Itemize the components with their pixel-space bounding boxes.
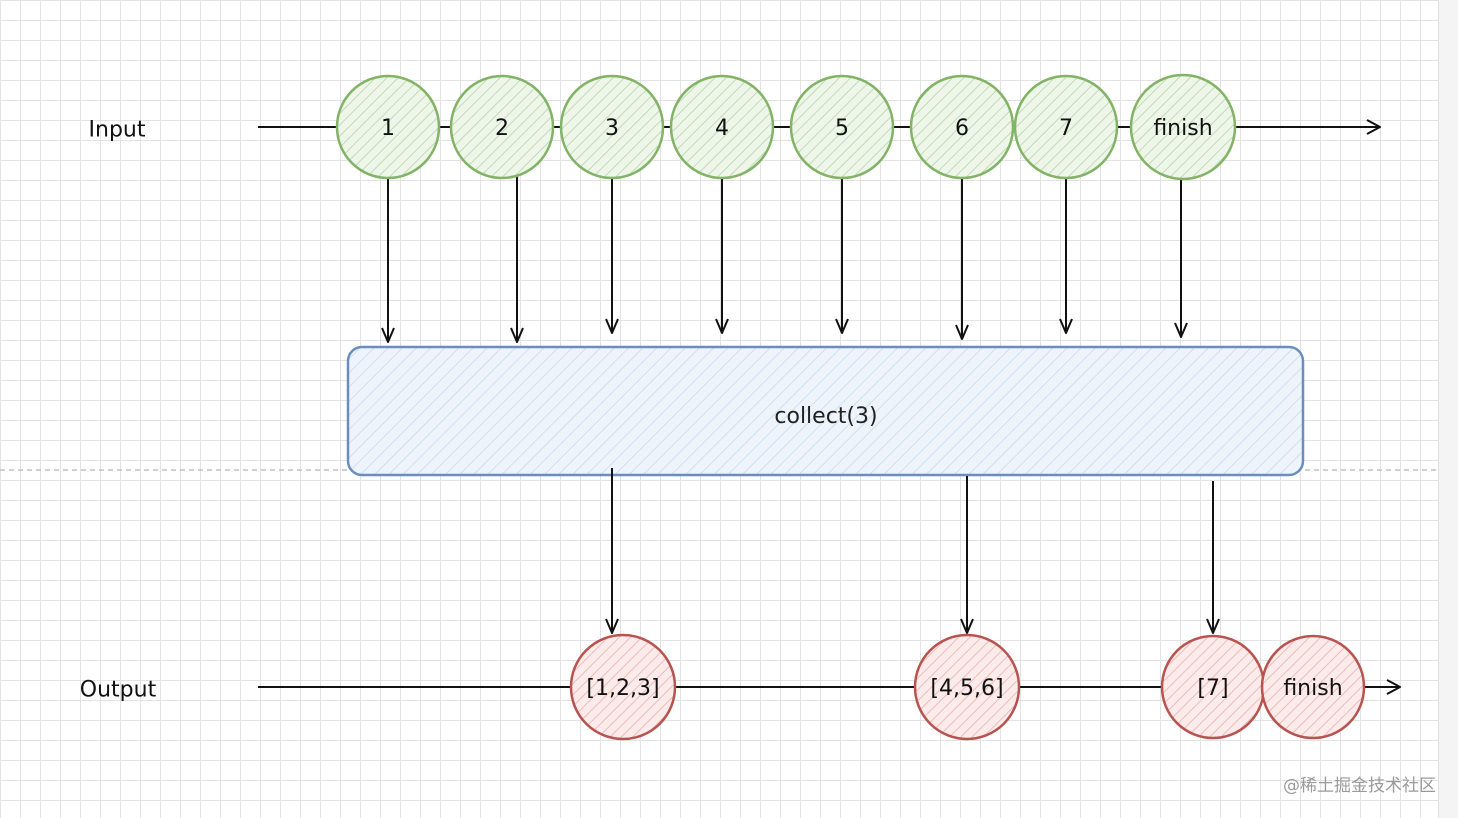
input-nodes: 1 2 3 4 5 6 7 finish bbox=[335, 73, 1237, 181]
operator-to-output-arrows bbox=[605, 468, 1220, 634]
input-node-label: 5 bbox=[835, 116, 849, 141]
input-node: 7 bbox=[1013, 74, 1119, 180]
watermark: @稀土掘金技术社区 bbox=[1283, 776, 1436, 796]
output-node: finish bbox=[1260, 634, 1366, 740]
input-node-label: 1 bbox=[381, 116, 395, 141]
output-nodes: [1,2,3] [4,5,6] [7] finish bbox=[569, 633, 1366, 741]
input-row-label: Input bbox=[88, 117, 146, 143]
input-node: 5 bbox=[789, 74, 895, 180]
collect-operator-box bbox=[346, 345, 1305, 477]
collect-operator-label: collect(3) bbox=[774, 404, 877, 429]
input-node-label: 3 bbox=[605, 116, 619, 141]
output-node: [7] bbox=[1160, 634, 1266, 740]
input-node-label: 6 bbox=[955, 116, 969, 141]
input-node-label: finish bbox=[1153, 116, 1212, 141]
collect-operator: collect(3) bbox=[346, 345, 1305, 477]
output-node: [4,5,6] bbox=[913, 633, 1021, 741]
input-node: 6 bbox=[909, 74, 1015, 180]
output-node: [1,2,3] bbox=[569, 633, 677, 741]
output-node-label: [4,5,6] bbox=[930, 676, 1003, 701]
input-to-operator-arrows bbox=[381, 176, 1188, 343]
input-node: 2 bbox=[449, 74, 555, 180]
input-node: 1 bbox=[335, 74, 441, 180]
output-node-label: finish bbox=[1283, 676, 1342, 701]
output-row-label: Output bbox=[79, 677, 157, 703]
scrollbar-track[interactable] bbox=[1438, 0, 1458, 818]
input-node-label: 2 bbox=[495, 116, 509, 141]
output-node-label: [7] bbox=[1197, 676, 1228, 701]
input-node-label: 7 bbox=[1059, 116, 1073, 141]
input-node: finish bbox=[1129, 73, 1237, 181]
input-node-label: 4 bbox=[715, 116, 729, 141]
input-node: 3 bbox=[559, 74, 665, 180]
input-node: 4 bbox=[669, 74, 775, 180]
output-node-label: [1,2,3] bbox=[586, 676, 659, 701]
